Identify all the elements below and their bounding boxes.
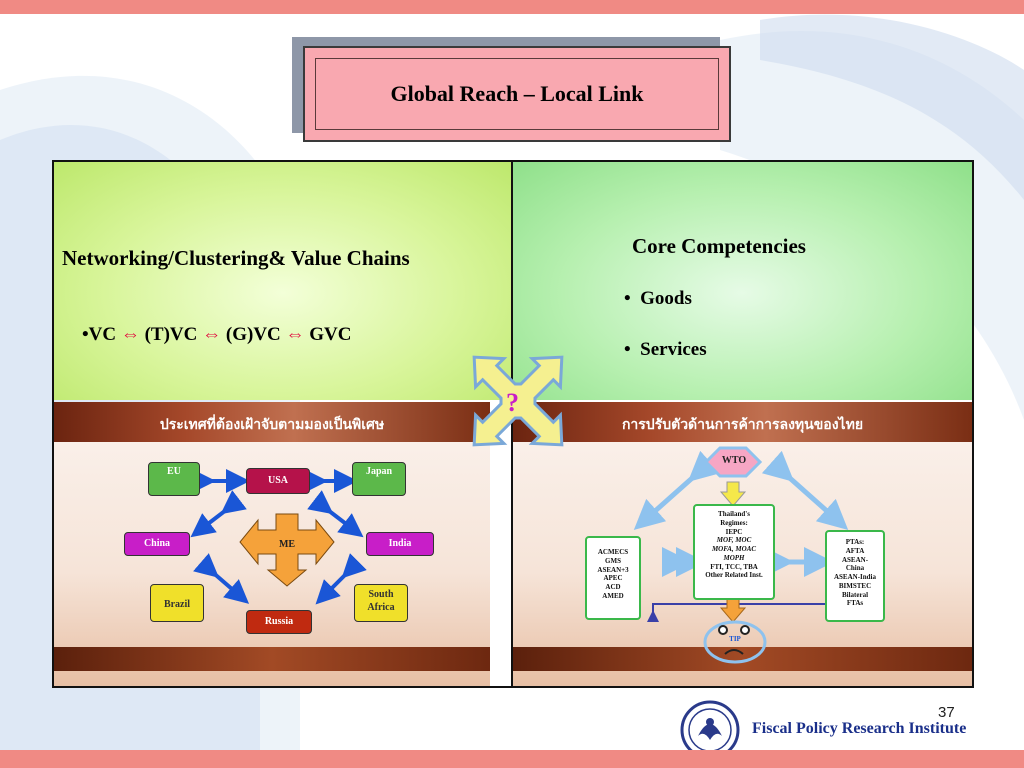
tip-face: [703, 620, 767, 664]
question-mark: ?: [506, 388, 519, 417]
wto-octagon: [703, 446, 763, 478]
bullet-services: • Services: [624, 339, 707, 360]
institute-name: Fiscal Policy Research Institute: [752, 720, 967, 737]
chain-item-gvc: GVC: [309, 324, 352, 345]
regimes-line: MOFA, MOAC: [711, 545, 757, 553]
slide-title: Global Reach – Local Link: [315, 58, 719, 130]
node-tip: TIP: [729, 635, 741, 643]
pta-line: Bilateral: [841, 590, 869, 599]
me-cross-arrow-icon: [239, 513, 335, 587]
bottom-accent-bar: [0, 750, 1024, 768]
regional-forums-box: ACMECS GMS ASEAN+3 APEC ACD AMED: [585, 536, 641, 620]
forum-line: ACD: [605, 583, 621, 591]
wood-strip: [54, 647, 490, 671]
panel-divider: [511, 162, 513, 686]
pta-line: ASEAN-: [841, 555, 869, 564]
bullet-goods: • Goods: [624, 288, 692, 309]
node-usa: USA: [246, 468, 310, 494]
orange-down-arrow-icon: [719, 597, 747, 623]
yellow-up-down-arrow-icon: [719, 481, 747, 507]
forum-line: APEC: [603, 574, 623, 583]
double-arrow-icon: ⇔: [285, 324, 305, 345]
pta-line: BIMSTEC: [838, 581, 872, 590]
top-accent-bar: [0, 0, 1024, 14]
regimes-line: FTI, TCC, TBA: [710, 562, 758, 571]
countries-banner-text: ประเทศที่ต้องเฝ้าจับตามมองเป็นพิเศษ: [159, 417, 385, 433]
forum-line: AMED: [602, 591, 624, 600]
title-box: Global Reach – Local Link: [303, 46, 731, 142]
four-way-arrow-icon: [472, 355, 564, 447]
wood-strip: [513, 647, 972, 671]
pta-line: PTAs:: [845, 538, 865, 546]
chain-item-tvc: (T)VC: [144, 324, 198, 345]
forum-line: ACMECS: [597, 548, 629, 556]
regimes-line: Other Related Inst.: [705, 571, 763, 580]
pta-line: ASEAN-India: [833, 573, 876, 581]
networking-heading: Networking/Clustering& Value Chains: [62, 246, 410, 270]
content-grid-frame: [52, 160, 974, 688]
chain-item-gvc-g: (G)VC: [225, 324, 281, 345]
node-japan: Japan: [352, 462, 406, 496]
double-arrow-icon: ⇔: [120, 324, 140, 345]
pta-line: China: [845, 564, 865, 573]
regimes-line: IEPC: [725, 527, 743, 536]
pta-line: AFTA: [845, 546, 865, 555]
forum-line: GMS: [605, 556, 621, 565]
thai-banner-text: การปรับตัวด้านการค้าการลงทุนของไทย: [621, 417, 864, 433]
thai-adjustment-panel: การปรับตัวด้านการค้าการลงทุนของไทย WTO T…: [513, 402, 972, 686]
node-brazil: Brazil: [150, 584, 204, 622]
node-me: ME: [278, 539, 296, 550]
core-competencies-heading: Core Competencies: [632, 234, 806, 258]
node-india: India: [366, 532, 434, 556]
fpri-seal-logo: [680, 700, 740, 760]
pta-line: FTAs: [846, 599, 864, 608]
thai-arrows: [633, 446, 849, 664]
banner-band: [513, 402, 972, 442]
node-eu: EU: [148, 462, 200, 496]
chain-bullet: •: [82, 324, 89, 345]
regimes-line: Thailand's: [718, 510, 750, 518]
double-arrow-icon: ⇔: [202, 324, 222, 345]
forum-line: ASEAN+3: [597, 565, 629, 574]
regimes-line: Regimes:: [720, 518, 748, 527]
regimes-line: MOF, MOC: [716, 536, 752, 545]
regimes-line: MOPH: [723, 553, 745, 562]
value-chain-sequence: •VC ⇔ (T)VC ⇔ (G)VC ⇔ GVC: [82, 324, 352, 346]
bullet-goods-label: Goods: [640, 288, 692, 309]
core-competencies-panel: Core Competencies • Goods • Services: [512, 162, 972, 400]
countries-arrows: [190, 469, 367, 605]
page-number: 37: [938, 704, 955, 721]
node-china: China: [124, 532, 190, 556]
chain-item-vc: VC: [88, 324, 117, 345]
countries-watch-panel: ประเทศที่ต้องเฝ้าจับตามมองเป็นพิเศษ EU U…: [54, 402, 490, 686]
node-south-africa: South Africa: [354, 584, 408, 622]
networking-panel: Networking/Clustering& Value Chains •VC …: [54, 162, 512, 400]
node-russia: Russia: [246, 610, 312, 634]
thailand-regimes-box: Thailand's Regimes: IEPC MOF, MOC MOFA, …: [693, 504, 775, 600]
banner-band: [54, 402, 490, 442]
bullet-services-label: Services: [640, 339, 707, 360]
ptas-box: PTAs: AFTA ASEAN- China ASEAN-India BIMS…: [825, 530, 885, 622]
node-wto: WTO: [721, 455, 747, 466]
